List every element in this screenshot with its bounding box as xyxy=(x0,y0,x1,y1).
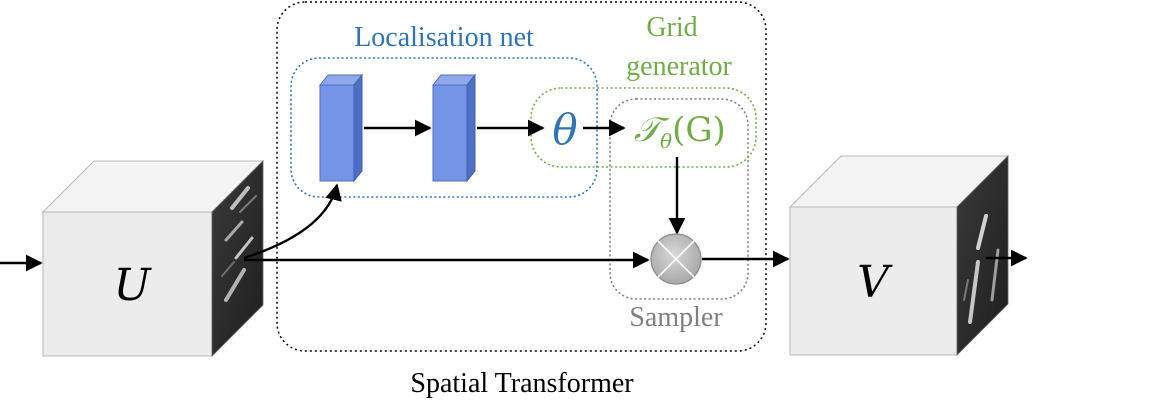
cube-v-side xyxy=(956,155,1009,356)
theta-symbol: θ xyxy=(552,105,577,154)
localisation-net-label: Localisation net xyxy=(354,22,534,53)
spatial-transformer-box xyxy=(276,1,767,352)
sampler-label: Sampler xyxy=(629,302,723,333)
transform-args: (G) xyxy=(672,110,726,150)
arrow-u-to-localisation xyxy=(243,183,342,260)
output-feature-map-cube: V xyxy=(788,155,1010,356)
spatial-transformer-label: Spatial Transformer xyxy=(410,368,634,399)
localisation-layer-2 xyxy=(431,73,477,183)
input-feature-map-cube: U xyxy=(41,160,265,357)
input-label: U xyxy=(113,260,152,311)
grid-generator-label-line2: generator xyxy=(626,51,732,82)
output-label: V xyxy=(857,257,893,308)
cube-u-front xyxy=(42,211,213,357)
transform-subscript: θ xyxy=(660,129,672,153)
localisation-layer-1 xyxy=(318,73,364,183)
sampler-node xyxy=(650,233,702,285)
cube-u-texture xyxy=(221,186,257,302)
cube-v-front xyxy=(789,206,958,356)
localisation-net-box xyxy=(290,57,598,198)
cube-v-texture xyxy=(963,214,1000,324)
grid-generator-label-line1: Grid xyxy=(646,12,697,43)
transformation-label: 𝒯θ(G) xyxy=(634,110,726,153)
